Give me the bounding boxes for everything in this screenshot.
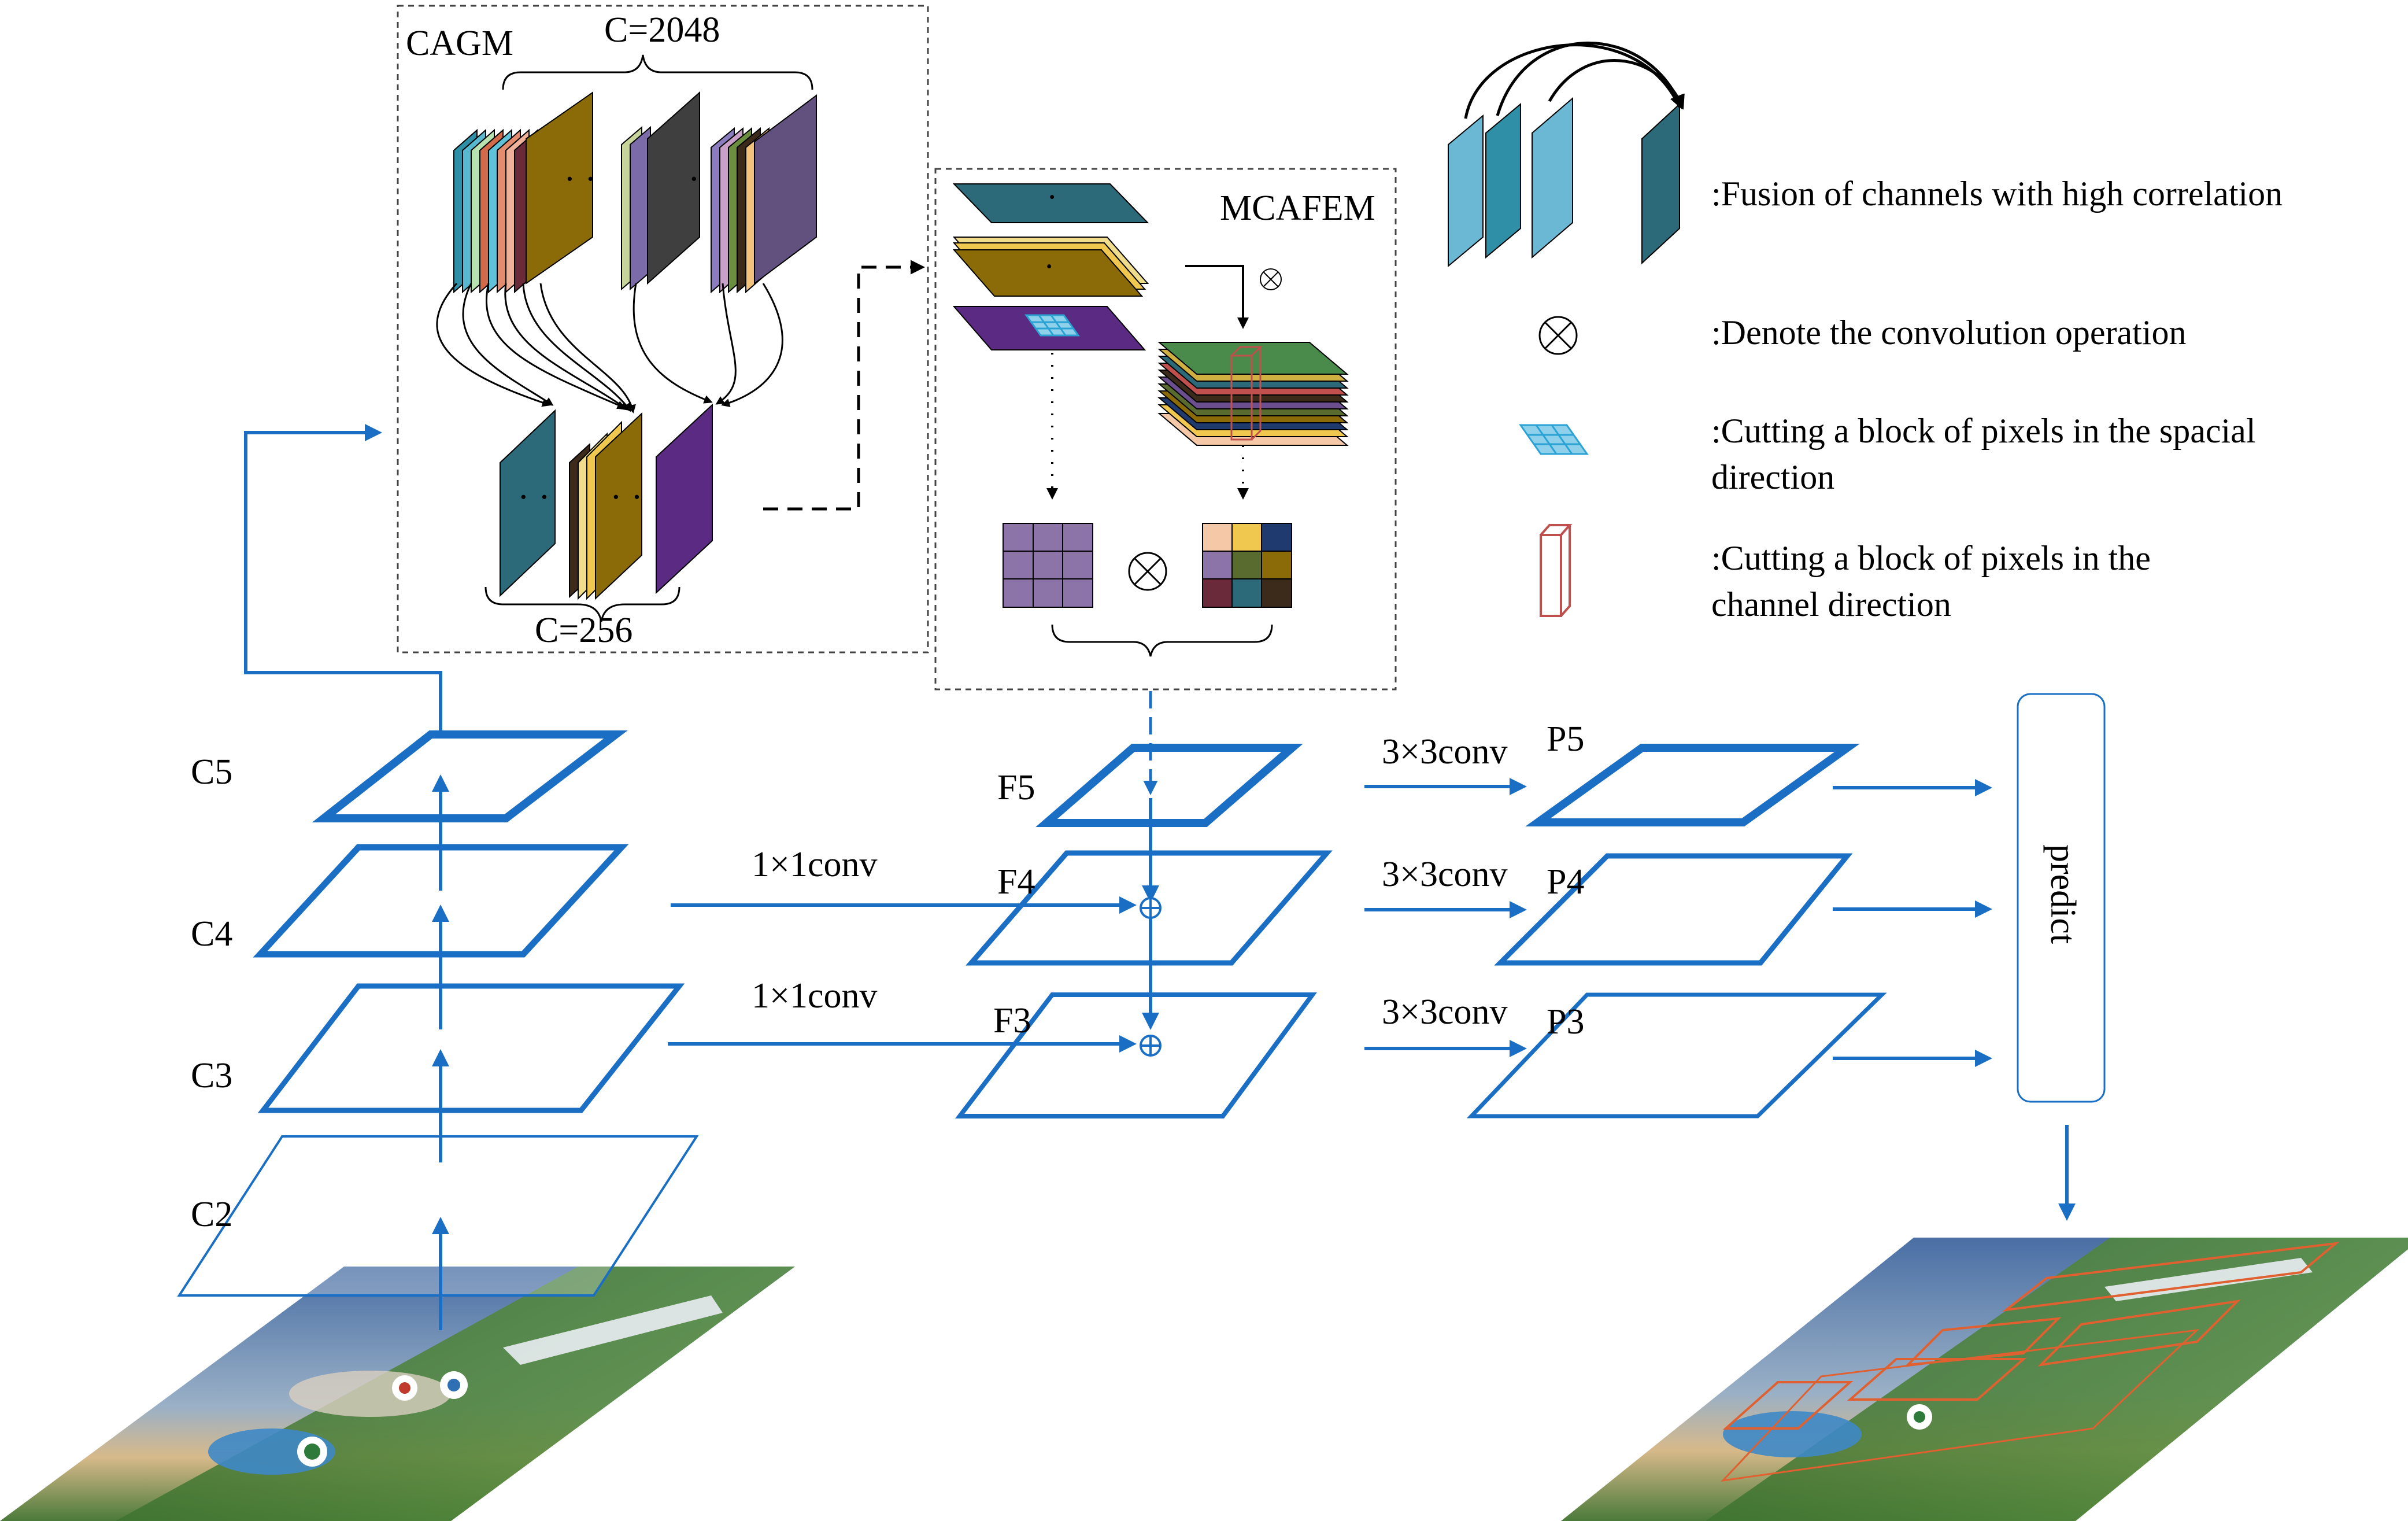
legend-text-channel: :Cutting a block of pixels in the [1711, 539, 2151, 577]
legend-text-fusion: :Fusion of channels with high correlatio… [1711, 175, 2283, 213]
legend-text-channel-2: channel direction [1711, 585, 1951, 623]
input-image [0, 1267, 795, 1521]
cagm-title: CAGM [406, 24, 513, 63]
level-c2 [177, 1135, 699, 1297]
label-p3: P3 [1547, 1002, 1584, 1042]
label-f3: F3 [993, 1001, 1031, 1040]
svg-text:· ·: · · [610, 478, 643, 517]
cagm-channel-stack-left [453, 91, 593, 294]
mcafem-channel-stack [1157, 342, 1349, 446]
lateral-conv-c4: 1×1conv [752, 845, 877, 884]
legend-text-convolution: :Denote the convolution operation [1711, 313, 2186, 352]
label-p4: P4 [1547, 862, 1584, 902]
conv-p5: 3×3conv [1382, 732, 1507, 771]
predict-block: predict [2017, 693, 2106, 1221]
level-f4 [966, 850, 1333, 966]
label-f5: F5 [997, 768, 1035, 807]
backbone: C5 C4 C3 C2 [177, 424, 699, 1330]
cagm-module: CAGM C=2048 · · · · [397, 5, 929, 654]
label-p5: P5 [1547, 719, 1584, 759]
add-operator-f3 [1140, 1035, 1162, 1057]
fpn: F5 F4 F3 [955, 691, 1333, 1118]
cagm-c-top: C=2048 [604, 10, 720, 50]
channel-block-icon [1230, 346, 1263, 441]
legend-text-spatial: :Cutting a block of pixels in the spacia… [1711, 412, 2255, 450]
conv-p3: 3×3conv [1382, 992, 1507, 1032]
level-f5 [1035, 744, 1303, 827]
mcafem-otimes-icon [1128, 552, 1167, 591]
output-convs: 3×3conv 3×3conv 3×3conv [1364, 732, 1527, 1057]
legend-channel-block-icon [1540, 524, 1573, 617]
legend-convolution-icon [1538, 316, 1578, 355]
cagm-dots-1: · · [564, 160, 597, 199]
svg-text:·: · [1044, 248, 1055, 285]
legend: :Fusion of channels with high correlatio… [1448, 41, 2283, 623]
level-p4 [1494, 853, 1853, 966]
c5-to-cagm-arrow [244, 424, 442, 734]
outputs: P5 P4 P3 [1466, 719, 1992, 1118]
cagm-fusion-arrows [436, 282, 783, 414]
legend-text-spatial-2: direction [1711, 458, 1834, 496]
mcafem-module: MCAFEM · · [934, 168, 1397, 691]
channel-patch-grid [1202, 523, 1292, 608]
detection-boxes [1720, 1242, 2340, 1482]
legend-spatial-block-icon [1519, 424, 1589, 455]
svg-text:· ·: · · [517, 478, 550, 517]
conv-p4: 3×3conv [1382, 855, 1507, 894]
convolution-operator-icon [1260, 268, 1282, 290]
label-c2: C2 [191, 1195, 232, 1234]
cagm-c-bottom: C=256 [535, 611, 632, 650]
label-c5: C5 [191, 752, 232, 792]
spatial-block-icon [1024, 314, 1080, 337]
add-operator-f4 [1140, 897, 1162, 919]
cagm-to-mcafem-arrow [763, 260, 925, 511]
output-image [1561, 1238, 2408, 1521]
level-c5 [312, 730, 628, 822]
channel-fusion-icon [1448, 41, 1685, 268]
level-c4 [253, 844, 629, 958]
cagm-channel-stack-right [711, 94, 817, 294]
mcafem-title: MCAFEM [1220, 189, 1375, 228]
label-c4: C4 [191, 914, 232, 954]
spatial-patch-grid [1003, 523, 1093, 608]
label-c3: C3 [191, 1056, 232, 1095]
cagm-output-channels: · · · · [500, 403, 713, 600]
predict-label: predict [2043, 844, 2083, 944]
svg-text:·: · [1046, 178, 1057, 216]
level-f3 [955, 992, 1317, 1118]
level-c3 [257, 983, 685, 1113]
cagm-channel-stack-middle [621, 91, 700, 291]
level-p5 [1525, 744, 1860, 826]
lateral-conv-c3: 1×1conv [752, 976, 877, 1016]
level-p3 [1466, 992, 1887, 1118]
label-f4: F4 [997, 862, 1035, 902]
lateral-connections: 1×1conv 1×1conv [668, 845, 1137, 1053]
